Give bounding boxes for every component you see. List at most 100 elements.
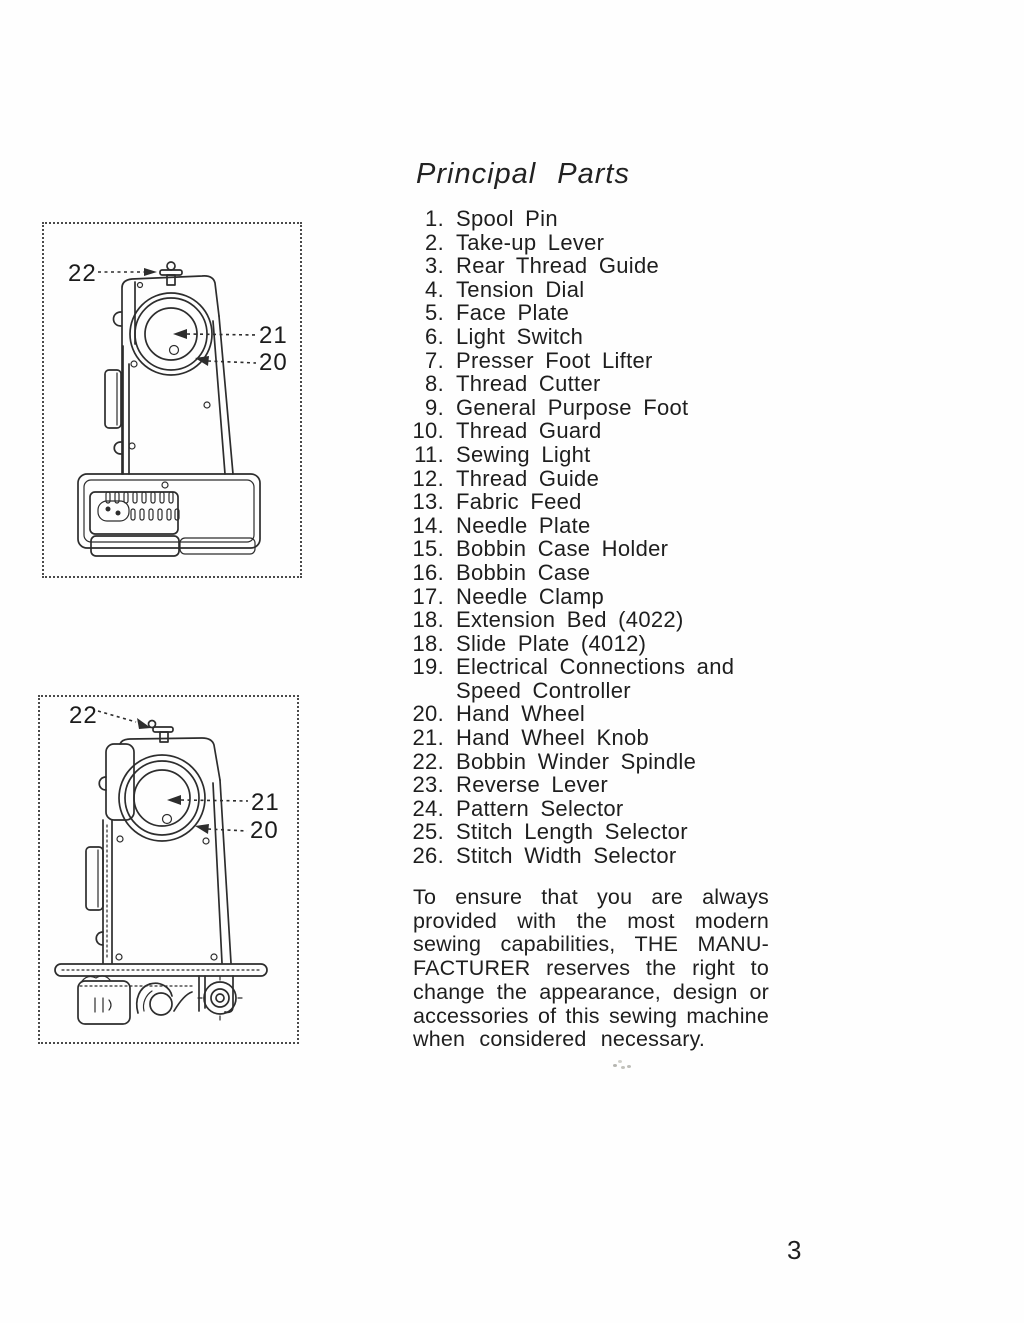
part-item: 16.Bobbin Case [408, 561, 780, 585]
under-bed-mechanism [77, 975, 243, 1025]
part-label: Bobbin Winder Spindle [456, 748, 697, 774]
callout-20: 20 [195, 817, 278, 844]
callout-21-label: 21 [251, 789, 280, 816]
part-label: Tension Dial [456, 276, 585, 302]
paragraph-line: change the appearance, design or [413, 979, 769, 1004]
bobbin-winder-spindle [159, 261, 183, 286]
part-label: Thread Cutter [456, 371, 601, 397]
part-item: 20. Hand Wheel [408, 702, 780, 726]
machine-rear-drawing-2: 22 21 20 [54, 702, 280, 1025]
part-number: 24. [412, 795, 444, 821]
part-item: 21. Hand Wheel Knob [408, 726, 780, 750]
part-item: 15.Bobbin Case Holder [408, 537, 780, 561]
part-label: Face Plate [456, 300, 570, 326]
part-number: 12. [412, 465, 444, 491]
part-item: 4. Tension Dial [408, 278, 780, 302]
part-label: Reverse Lever [456, 772, 608, 798]
paragraph-line: sewing capabilities, THE MANU- [413, 932, 769, 957]
paragraph-line: when considered necessary. [413, 1027, 706, 1052]
part-label: Hand Wheel [456, 701, 586, 727]
part-number: 3. [425, 253, 444, 279]
part-number: 14. [412, 512, 444, 538]
machine-bed-plate [54, 963, 268, 977]
part-item: 8. Thread Cutter [408, 372, 780, 396]
paragraph-line: FACTURER reserves the right to [413, 956, 769, 981]
part-label: Thread Guide [456, 465, 600, 491]
part-label: Take-up Lever [456, 229, 605, 255]
part-number: 10. [412, 418, 444, 444]
paragraph-line: provided with the most modern [413, 908, 769, 933]
part-number: 18. [412, 607, 444, 633]
part-number: 25. [412, 819, 444, 845]
part-label: Extension Bed (4022) [456, 607, 684, 633]
part-item: 10. Thread Guard [408, 419, 780, 443]
part-label: Slide Plate (4012) [456, 630, 647, 656]
part-number: 1. [425, 206, 444, 231]
part-item: 23. Reverse Lever [408, 773, 780, 797]
callout-22-label: 22 [68, 260, 97, 287]
figure-machine-rear-bottom: 22 21 20 [38, 695, 299, 1044]
part-label: Thread Guard [456, 418, 602, 444]
page-title: Principal Parts [416, 158, 630, 190]
part-number: 7. [425, 347, 444, 373]
part-item: 17. Needle Clamp [408, 583, 780, 609]
callout-22: 22 [68, 260, 157, 287]
paragraph-line: accessories of this sewing machine [413, 1003, 769, 1028]
callout-21-label: 21 [259, 322, 288, 349]
part-item: 24. Pattern Selector [408, 797, 780, 821]
part-number: 17. [412, 583, 444, 609]
part-number: 4. [425, 276, 444, 302]
part-number: 21. [412, 725, 444, 751]
part-label: General Purpose Foot [456, 394, 689, 420]
hand-wheel [129, 292, 213, 376]
power-socket [97, 500, 130, 522]
part-number: 23. [412, 772, 444, 798]
part-item: 2.Take-up Lever [408, 229, 780, 255]
part-number: 8. [425, 371, 444, 397]
part-item: 9. General Purpose Foot [408, 396, 780, 420]
machine-body-outline [104, 275, 234, 475]
part-item: 25.Stitch Length Selector [408, 820, 780, 844]
machine-rear-drawing-1: 22 21 20 [68, 260, 288, 557]
part-label: Presser Foot Lifter [456, 347, 653, 373]
part-label: Needle Clamp [456, 583, 605, 609]
part-label: Pattern Selector [456, 795, 624, 821]
part-label: Bobbin Case [456, 559, 591, 585]
callout-22-label: 22 [69, 702, 98, 729]
part-number: 26. [412, 843, 444, 869]
part-item: 22. Bobbin Winder Spindle [408, 750, 780, 774]
callout-21: 21 [167, 789, 280, 816]
part-item: 12. Thread Guide [408, 465, 780, 491]
part-label: Needle Plate [456, 512, 591, 538]
part-item: 1. Spool Pin [408, 207, 780, 231]
part-label: Hand Wheel Knob [456, 725, 650, 751]
part-item: 6.Light Switch [408, 325, 780, 349]
part-item: 11.Sewing Light [408, 443, 780, 467]
part-number: 22. [412, 748, 444, 774]
figure-machine-rear-top: 22 21 20 [42, 222, 302, 578]
part-item: 26.Stitch Width Selector [408, 844, 780, 868]
part-number: 13. [412, 489, 444, 515]
part-label: Spool Pin [456, 206, 558, 231]
machine-base [77, 473, 261, 557]
part-item: 5. Face Plate [408, 301, 780, 325]
bobbin-winder-spindle [147, 719, 174, 743]
part-label: Electrical Connections and Speed Control… [456, 654, 735, 703]
part-number: 18. [412, 630, 444, 656]
machine-body-outline [85, 737, 232, 964]
part-number: 15. [412, 536, 444, 562]
part-label: Sewing Light [456, 441, 591, 467]
part-item: 13.Fabric Feed [408, 490, 780, 514]
callout-20-label: 20 [259, 349, 288, 376]
part-number: 5. [425, 300, 444, 326]
paragraph-line: To ensure that you are always [413, 885, 769, 909]
part-item: 3.Rear Thread Guide [408, 254, 780, 278]
part-number: 9. [425, 394, 444, 420]
scan-artifact [613, 1064, 617, 1067]
part-number: 20. [412, 701, 444, 727]
callout-21: 21 [173, 322, 288, 349]
vent-slots [105, 491, 180, 521]
